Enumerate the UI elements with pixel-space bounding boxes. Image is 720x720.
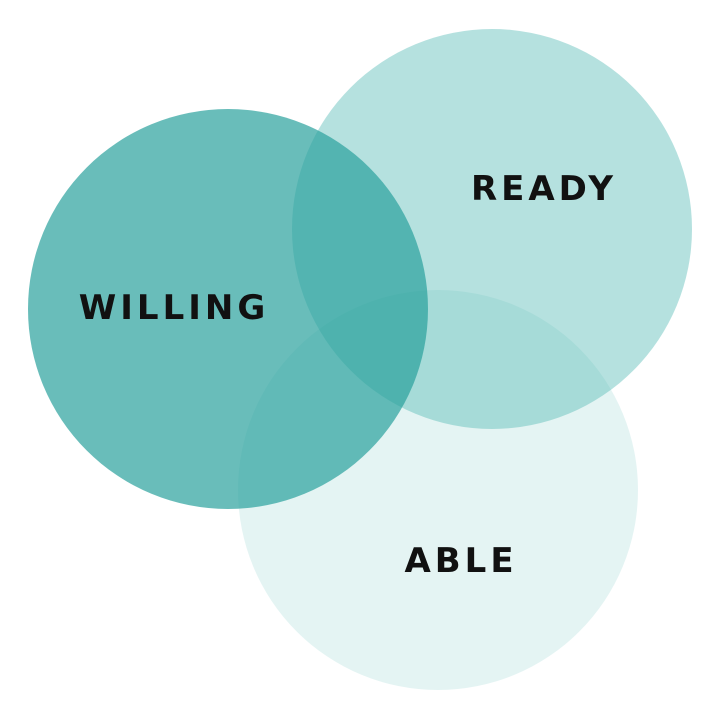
able-label: ABLE <box>404 541 517 581</box>
willing-label: WILLING <box>79 288 270 328</box>
ready-label: READY <box>471 169 617 209</box>
willing-circle <box>28 109 428 509</box>
